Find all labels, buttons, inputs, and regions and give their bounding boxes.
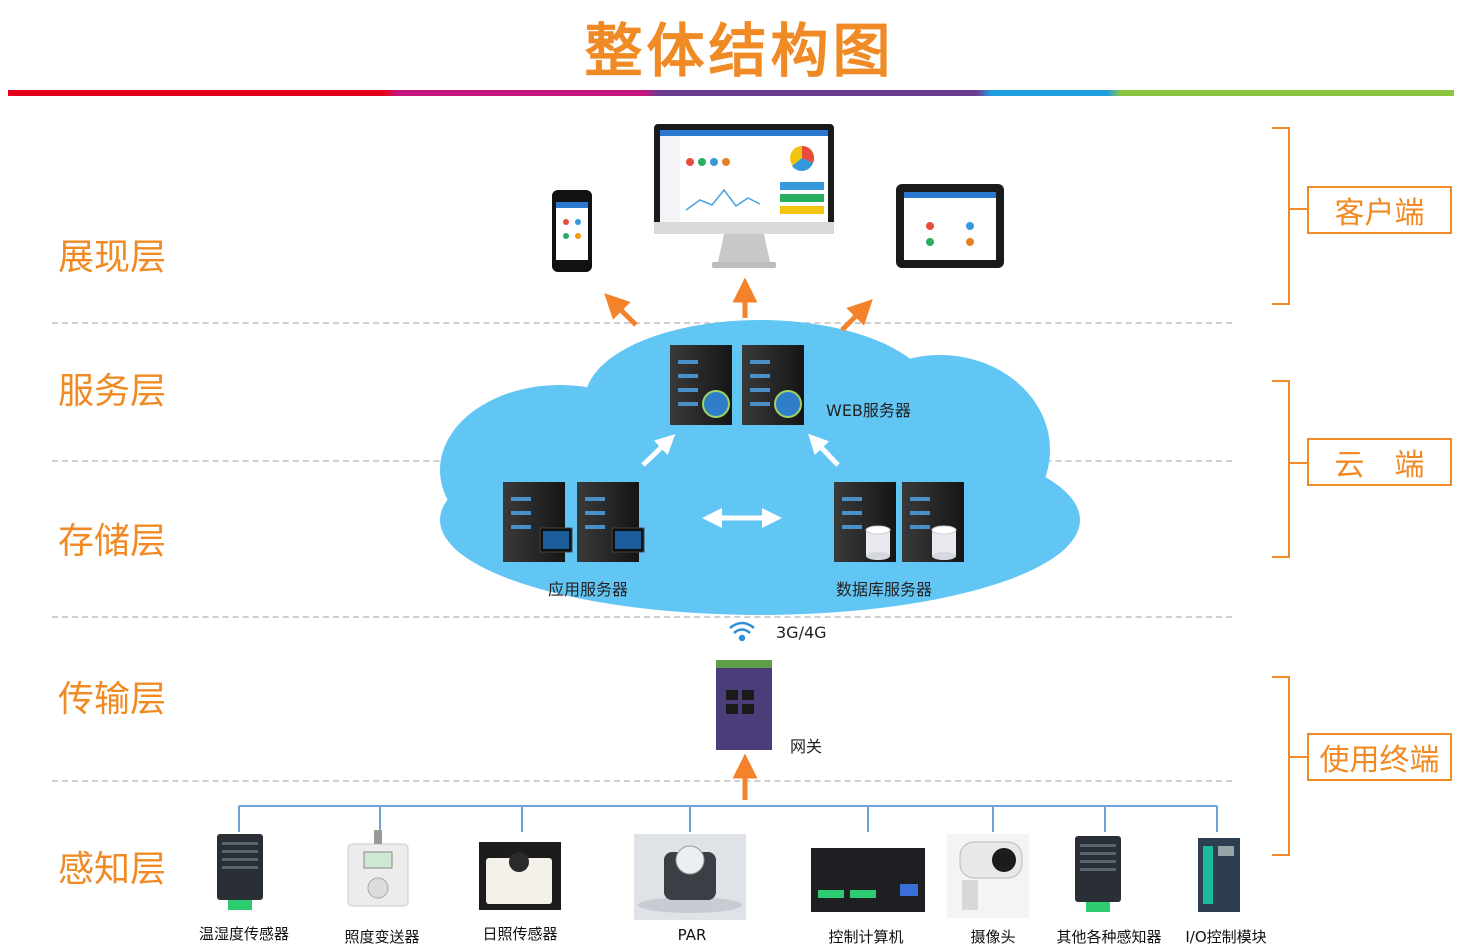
side-label-terminal: 使用终端 bbox=[1307, 733, 1452, 781]
layer-label-service: 服务层 bbox=[58, 371, 167, 412]
phone-icon bbox=[552, 190, 592, 272]
temp-humidity-sensor-icon bbox=[217, 834, 263, 910]
bracket-tick bbox=[1290, 756, 1308, 758]
database-server-icon bbox=[834, 482, 964, 562]
device-label: 日照传感器 bbox=[482, 925, 558, 943]
arrow-to-phone bbox=[604, 293, 638, 327]
desktop-monitor-icon bbox=[654, 124, 834, 268]
layer-label-perception: 感知层 bbox=[58, 849, 167, 890]
network-label: 3G/4G bbox=[776, 623, 827, 642]
io-control-module-icon bbox=[1198, 838, 1240, 912]
device-label: PAR bbox=[677, 926, 707, 944]
bracket-cloud bbox=[1272, 380, 1290, 558]
device-label: 控制计算机 bbox=[828, 928, 904, 946]
bracket-tick bbox=[1290, 208, 1308, 210]
web-server-icon bbox=[670, 345, 804, 425]
layer-divider bbox=[52, 616, 1232, 618]
side-label-cloud: 云 端 bbox=[1307, 438, 1452, 486]
layer-label-storage: 存储层 bbox=[58, 521, 167, 562]
arrow-to-tablet bbox=[840, 299, 873, 332]
camera-icon bbox=[947, 834, 1029, 918]
tablet-icon bbox=[896, 184, 1004, 268]
gateway-icon bbox=[716, 660, 772, 750]
par-sensor-icon bbox=[634, 834, 746, 920]
app-server-icon bbox=[503, 482, 645, 562]
sunshine-sensor-icon bbox=[479, 842, 561, 910]
page-title: 整体结构图 bbox=[584, 17, 895, 85]
wifi-icon bbox=[729, 621, 755, 642]
arrow-app-to-web bbox=[641, 434, 676, 467]
layer-divider bbox=[52, 322, 1232, 324]
other-sensor-icon bbox=[1075, 836, 1121, 912]
bracket-terminal bbox=[1272, 676, 1290, 856]
gateway-label: 网关 bbox=[790, 737, 823, 756]
layer-divider bbox=[52, 780, 1232, 782]
app-server-label: 应用服务器 bbox=[548, 580, 629, 599]
layer-label-transport: 传输层 bbox=[58, 679, 167, 720]
bracket-client bbox=[1272, 127, 1290, 305]
web-server-label: WEB服务器 bbox=[826, 401, 911, 420]
arrow-db-to-web bbox=[808, 433, 840, 467]
layer-label-presentation: 展现层 bbox=[58, 237, 167, 278]
device-label: 温湿度传感器 bbox=[198, 925, 290, 943]
device-label: 照度变送器 bbox=[344, 928, 420, 946]
control-computer-icon bbox=[811, 848, 925, 912]
side-label-client: 客户端 bbox=[1307, 186, 1452, 234]
device-label: 摄像头 bbox=[970, 928, 1016, 946]
illuminance-transmitter-icon bbox=[347, 830, 409, 907]
device-label: 其他各种感知器 bbox=[1056, 928, 1162, 946]
sensor-bus bbox=[238, 805, 1218, 832]
title-divider bbox=[8, 90, 1454, 96]
device-label: I/O控制模块 bbox=[1185, 928, 1267, 946]
bracket-tick bbox=[1290, 462, 1308, 464]
db-server-label: 数据库服务器 bbox=[836, 580, 933, 599]
